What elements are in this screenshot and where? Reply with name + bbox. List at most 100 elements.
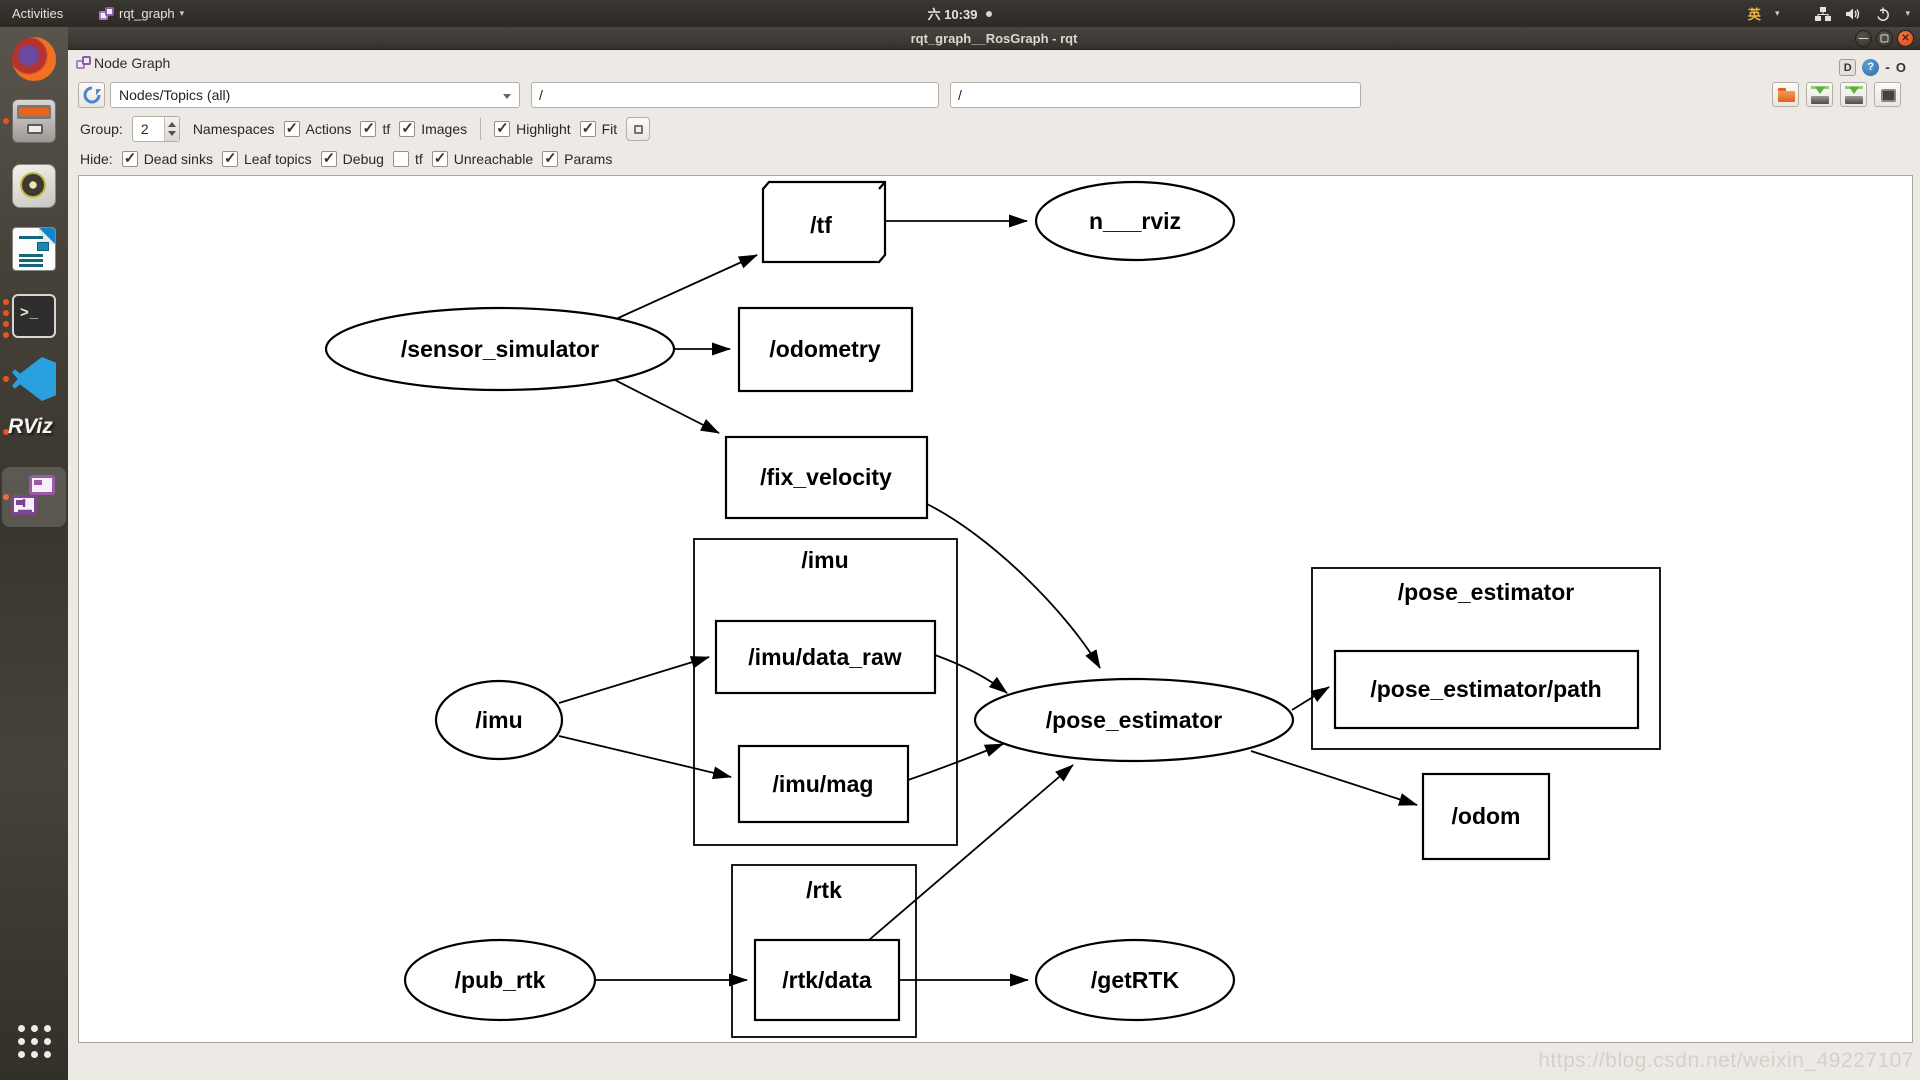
group-spinbox[interactable]: 2 bbox=[131, 116, 180, 142]
combo-arrow-icon bbox=[503, 94, 511, 99]
dock-item-vscode[interactable] bbox=[12, 357, 56, 401]
node-getrtk: /getRTK bbox=[1034, 938, 1236, 1022]
rqt-app-icon bbox=[99, 6, 114, 21]
actions-option[interactable]: Actions bbox=[283, 119, 351, 137]
leaf-topics-option[interactable]: Leaf topics bbox=[221, 149, 312, 167]
running-indicator-dot bbox=[3, 118, 9, 124]
graph-canvas[interactable]: /imu /pose_estimator /rtk bbox=[78, 175, 1913, 1043]
minimize-button[interactable]: — bbox=[1855, 30, 1872, 47]
save-icon bbox=[1845, 86, 1864, 104]
images-option[interactable]: Images bbox=[399, 119, 467, 137]
window-titlebar[interactable]: rqt_graph__RosGraph - rqt — ▢ ✕ bbox=[68, 27, 1920, 50]
show-applications-button[interactable] bbox=[18, 1025, 51, 1058]
dock: >_ RViz bbox=[0, 27, 68, 1080]
highlight-checkbox[interactable] bbox=[494, 119, 511, 137]
images-checkbox[interactable] bbox=[399, 119, 416, 137]
graph-type-select[interactable]: Nodes/Topics (all) bbox=[110, 82, 520, 108]
fit-in-view-button[interactable] bbox=[626, 117, 651, 141]
app-menu-button[interactable]: rqt_graph ▾ bbox=[99, 0, 184, 27]
node-filter-input[interactable] bbox=[950, 82, 1361, 108]
activities-button[interactable]: Activities bbox=[12, 0, 63, 27]
options-row-1: Group: 2 Namespaces Actions tf Images Hi… bbox=[80, 115, 651, 143]
unreachable-option[interactable]: Unreachable bbox=[431, 149, 533, 167]
file-toolbar bbox=[1772, 82, 1901, 107]
svg-text:/pose_estimator: /pose_estimator bbox=[1046, 707, 1222, 733]
system-menu-chevron-icon[interactable]: ▾ bbox=[1905, 8, 1910, 18]
svg-text:/getRTK: /getRTK bbox=[1091, 967, 1180, 993]
panel-close-icon[interactable]: O bbox=[1895, 59, 1906, 75]
power-icon[interactable] bbox=[1875, 6, 1891, 22]
topic-filter-input[interactable] bbox=[531, 82, 939, 108]
image-placeholder-icon bbox=[37, 242, 49, 251]
open-folder-icon bbox=[1778, 88, 1795, 102]
svg-text:/pub_rtk: /pub_rtk bbox=[455, 967, 546, 993]
svg-text:/sensor_simulator: /sensor_simulator bbox=[401, 336, 599, 362]
hide-tf-checkbox[interactable] bbox=[392, 151, 409, 167]
separator bbox=[480, 118, 482, 140]
dock-item-terminal[interactable]: >_ bbox=[12, 294, 56, 338]
fit-option[interactable]: Fit bbox=[579, 119, 617, 137]
activities-label: Activities bbox=[12, 6, 64, 21]
help-icon[interactable]: ? bbox=[1862, 58, 1880, 76]
rviz-label: RViz bbox=[8, 415, 53, 438]
dock-item-file-manager[interactable] bbox=[12, 99, 56, 143]
maximize-button[interactable]: ▢ bbox=[1876, 30, 1893, 47]
svg-text:/pose_estimator: /pose_estimator bbox=[1398, 579, 1574, 605]
edge-pose-odom bbox=[1250, 750, 1418, 806]
running-indicator-dot bbox=[3, 494, 9, 500]
save-dot-button[interactable] bbox=[1806, 82, 1833, 107]
terminal-prompt-icon: >_ bbox=[20, 304, 40, 321]
input-method-indicator[interactable]: 英 bbox=[1747, 7, 1761, 22]
edge-sensor-fixvelocity bbox=[612, 378, 720, 434]
dock-widget-button[interactable]: D bbox=[1839, 58, 1857, 76]
panel-title: Node Graph bbox=[94, 55, 171, 71]
network-icon[interactable] bbox=[1815, 6, 1832, 22]
rqt-window: rqt_graph__RosGraph - rqt — ▢ ✕ Node Gra… bbox=[68, 27, 1920, 1080]
cluster-imu: /imu bbox=[693, 538, 958, 846]
node-graph-svg: /imu /pose_estimator /rtk bbox=[324, 180, 1661, 1038]
panel-minimize-icon[interactable]: - bbox=[1885, 59, 1890, 75]
tf-checkbox[interactable] bbox=[360, 119, 377, 137]
clock-button[interactable]: 六 10:39 bbox=[0, 0, 1920, 27]
dock-item-rqt-active[interactable] bbox=[2, 467, 66, 527]
node-odom: /odom bbox=[1421, 772, 1551, 861]
chevron-down-icon: ▾ bbox=[179, 8, 185, 18]
node-odometry: /odometry bbox=[737, 306, 914, 393]
save-image-button[interactable] bbox=[1874, 82, 1901, 107]
volume-icon[interactable] bbox=[1845, 6, 1861, 22]
edge-dataraw-pose bbox=[934, 654, 1008, 694]
image-icon bbox=[1881, 89, 1896, 102]
close-button[interactable]: ✕ bbox=[1897, 30, 1914, 47]
refresh-button[interactable] bbox=[78, 82, 105, 108]
edge-pose-path bbox=[1291, 686, 1330, 711]
save-svg-button[interactable] bbox=[1840, 82, 1867, 107]
spinbox-arrows[interactable] bbox=[163, 117, 179, 141]
svg-text:/tf: /tf bbox=[810, 212, 832, 238]
tf-option[interactable]: tf bbox=[360, 119, 390, 137]
dock-item-rviz[interactable]: RViz bbox=[8, 415, 64, 459]
edge-imu-mag bbox=[558, 735, 732, 780]
dead-sinks-option[interactable]: Dead sinks bbox=[121, 149, 213, 167]
debug-option[interactable]: Debug bbox=[320, 149, 384, 167]
fit-checkbox[interactable] bbox=[579, 119, 596, 137]
panel-title-row: Node Graph bbox=[76, 55, 170, 71]
node-pub-rtk: /pub_rtk bbox=[403, 938, 597, 1022]
svg-text:/imu/data_raw: /imu/data_raw bbox=[748, 644, 901, 670]
dead-sinks-checkbox[interactable] bbox=[121, 149, 138, 167]
highlight-option[interactable]: Highlight bbox=[494, 119, 571, 137]
debug-checkbox[interactable] bbox=[320, 149, 337, 167]
edge-mag-pose bbox=[907, 743, 1004, 781]
actions-checkbox[interactable] bbox=[283, 119, 300, 137]
params-checkbox[interactable] bbox=[542, 149, 559, 167]
dock-item-libreoffice-writer[interactable] bbox=[12, 227, 56, 271]
hide-tf-option[interactable]: tf bbox=[392, 151, 423, 167]
params-option[interactable]: Params bbox=[542, 149, 612, 167]
leaf-topics-checkbox[interactable] bbox=[221, 149, 238, 167]
open-dot-button[interactable] bbox=[1772, 82, 1799, 107]
input-method-chevron-icon[interactable]: ▾ bbox=[1774, 8, 1780, 18]
node-graph-icon bbox=[76, 56, 91, 70]
dock-item-audio-player[interactable] bbox=[12, 164, 56, 208]
unreachable-checkbox[interactable] bbox=[431, 149, 448, 167]
running-indicator-dot bbox=[3, 299, 9, 305]
dock-item-firefox[interactable] bbox=[12, 37, 56, 81]
